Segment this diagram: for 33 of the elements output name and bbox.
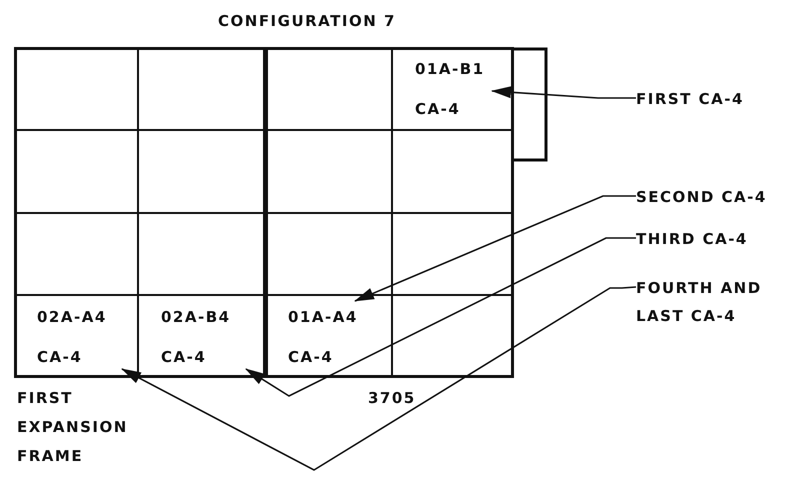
callout-label: SECOND CA-4 bbox=[636, 187, 768, 208]
leader-line bbox=[491, 86, 636, 99]
card-type: CA-4 bbox=[288, 348, 334, 366]
card-type: CA-4 bbox=[37, 348, 82, 366]
empty-slot bbox=[14, 130, 138, 213]
empty-slot bbox=[265, 130, 392, 213]
callout-label: FIRST CA-4 bbox=[636, 89, 745, 110]
slot-position: 01A-B1 bbox=[415, 60, 485, 78]
leader-line bbox=[121, 286, 636, 471]
empty-slot bbox=[14, 47, 138, 130]
empty-slot bbox=[392, 213, 514, 295]
empty-slot bbox=[14, 213, 138, 295]
callout-label: THIRD CA-4 bbox=[636, 229, 749, 250]
empty-slot bbox=[392, 130, 514, 213]
empty-slot bbox=[138, 213, 265, 295]
card-type: CA-4 bbox=[415, 100, 460, 118]
slot-position: 02A-A4 bbox=[37, 308, 107, 326]
diagram-title: CONFIGURATION 7 bbox=[218, 11, 396, 32]
leader-line bbox=[354, 195, 636, 302]
callout-label: FOURTH AND LAST CA-4 bbox=[636, 278, 763, 327]
frame-label: 3705 bbox=[368, 388, 417, 409]
slot-position: 02A-B4 bbox=[161, 308, 231, 326]
slot-position: 01A-A4 bbox=[288, 308, 358, 326]
frame-label: FIRST EXPANSION FRAME bbox=[17, 388, 129, 467]
leader-line bbox=[245, 237, 636, 397]
card-type: CA-4 bbox=[161, 348, 206, 366]
empty-slot bbox=[138, 47, 265, 130]
card-slot bbox=[265, 295, 392, 378]
empty-slot bbox=[265, 47, 392, 130]
empty-slot bbox=[265, 213, 392, 295]
empty-slot bbox=[392, 295, 514, 378]
empty-slot bbox=[138, 130, 265, 213]
card-slot bbox=[392, 47, 514, 130]
